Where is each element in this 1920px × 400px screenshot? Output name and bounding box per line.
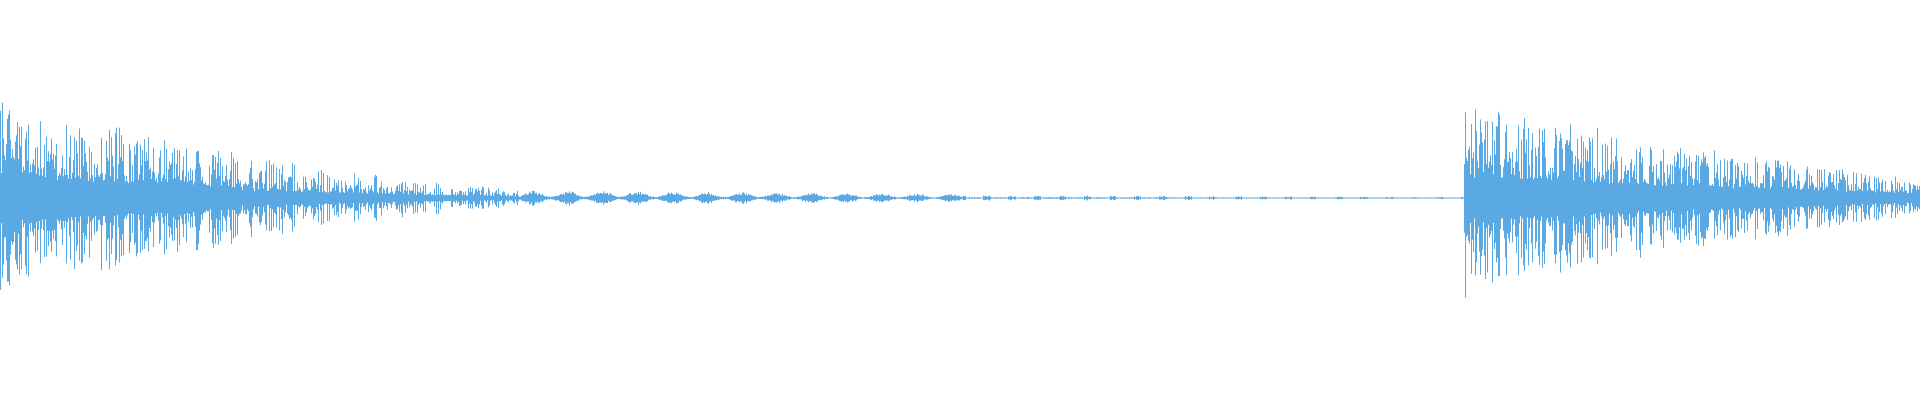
waveform-bars [0, 102, 1920, 298]
